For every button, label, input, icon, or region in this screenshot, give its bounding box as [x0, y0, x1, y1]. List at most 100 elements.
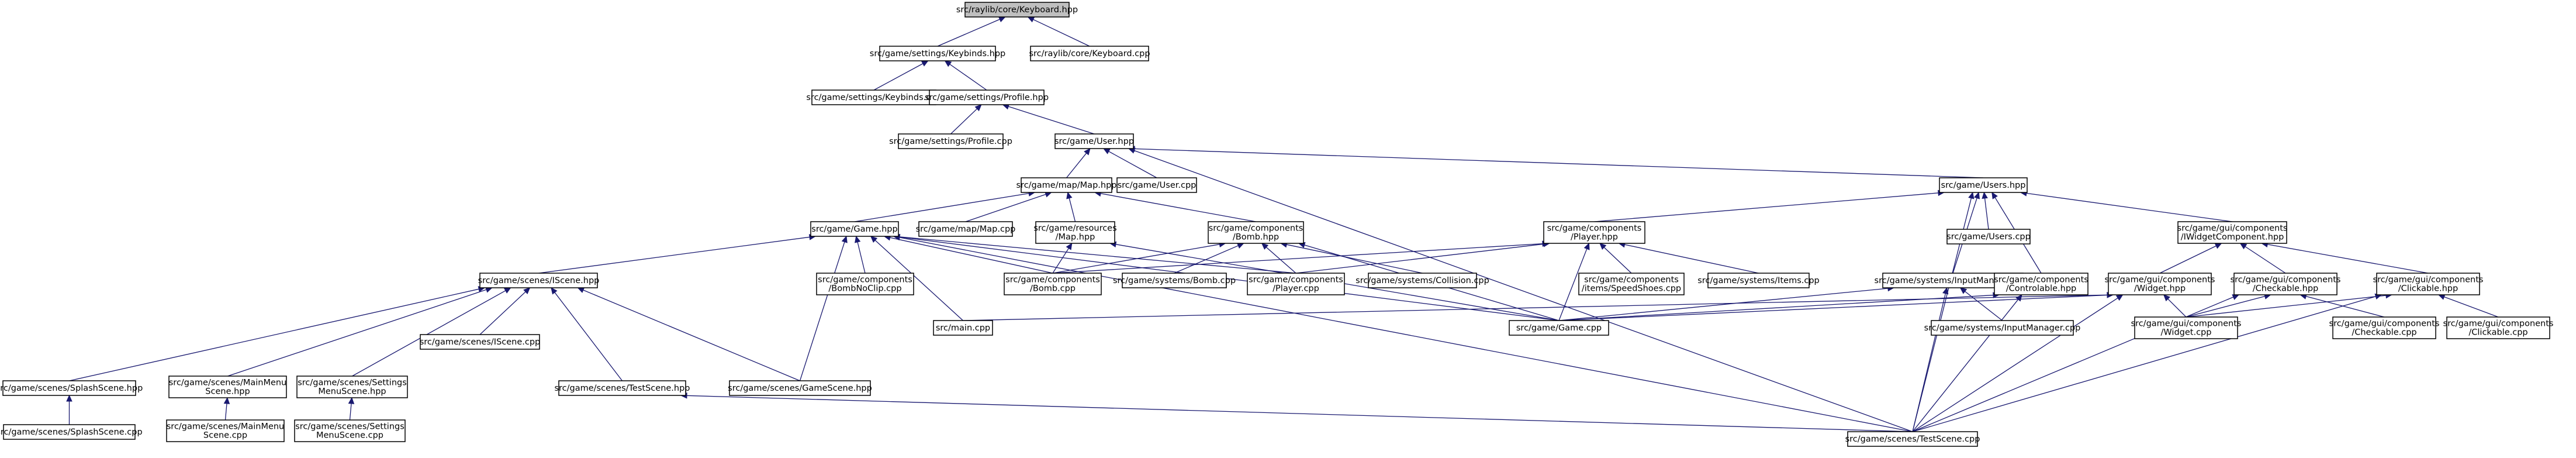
node-src-game-components-player-cpp[interactable]: src/game/components/Player.cpp	[1247, 273, 1345, 295]
node-src-game-users-hpp[interactable]: src/game/Users.hpp	[1939, 177, 2028, 193]
node-src-game-scenes-gamescene-hpp[interactable]: src/game/scenes/GameScene.hpp	[728, 380, 872, 396]
edge-n4-to-n1	[944, 60, 987, 91]
node-src-game-gui-components-widget-hpp[interactable]: src/game/gui/components/Widget.hpp	[2105, 273, 2215, 295]
node-label: src/game/settings/Profile.hpp	[925, 93, 1049, 102]
node-label: /Controlable.hpp	[2006, 284, 2077, 294]
node-src-game-components-player-hpp[interactable]: src/game/components/Player.hpp	[1543, 221, 1645, 244]
edge-line	[2444, 296, 2499, 318]
node-label: src/game/scenes/TestScene.hpp	[554, 384, 690, 393]
edge-arrowhead	[1066, 191, 1073, 199]
node-box	[879, 46, 996, 61]
edge-line	[873, 63, 924, 91]
node-src-game-components-controlable-hpp[interactable]: src/game/components/Controlable.hpp	[1994, 273, 2089, 295]
node-box	[2376, 273, 2480, 295]
node-src-game-settings-keybinds-cpp[interactable]: src/game/settings/Keybinds.cpp	[806, 89, 942, 105]
edge-line	[1295, 243, 1544, 274]
node-src-game-map-map-hpp[interactable]: src/game/map/Map.hpp	[1016, 177, 1117, 193]
node-src-game-settings-profile-cpp[interactable]: src/game/settings/Profile.cpp	[889, 133, 1012, 149]
node-box	[929, 89, 1045, 105]
node-box	[1035, 221, 1115, 244]
node-src-game-user-hpp[interactable]: src/game/User.hpp	[1054, 133, 1134, 149]
node-src-game-gui-components-checkable-hpp[interactable]: src/game/gui/components/Checkable.hpp	[2231, 273, 2341, 295]
node-label: src/game/User.cpp	[1118, 181, 1197, 190]
node-src-game-gui-components-widget-cpp[interactable]: src/game/gui/components/Widget.cpp	[2131, 316, 2242, 339]
edge-arrowhead	[2115, 294, 2124, 301]
edge-line	[1286, 244, 1423, 274]
edge-arrowhead	[2163, 294, 2170, 302]
edge-n7-to-n6	[1066, 148, 1091, 178]
node-src-game-users-cpp[interactable]: src/game/Users.cpp	[1946, 229, 2031, 245]
node-src-game-game-hpp[interactable]: src/game/Game.hpp	[810, 221, 899, 237]
node-src-game-systems-collision-cpp[interactable]: src/game/systems/Collision.cpp	[1356, 273, 1489, 288]
node-box	[168, 376, 287, 398]
node-box	[1847, 431, 1978, 447]
node-label: src/raylib/core/Keyboard.cpp	[1029, 49, 1150, 58]
node-src-game-game-cpp[interactable]: src/game/Game.cpp	[1509, 320, 1609, 336]
node-src-game-systems-items-cpp[interactable]: src/game/systems/Items.cpp	[1697, 273, 1820, 288]
node-label: src/game/gui/components	[2177, 224, 2288, 233]
node-label: src/game/Users.hpp	[1941, 181, 2026, 190]
node-src-game-gui-components-clickable-cpp[interactable]: src/game/gui/components/Clickable.cpp	[2443, 316, 2554, 339]
node-src-game-components-bombnoclip-cpp[interactable]: src/game/components/BombNoClip.cpp	[816, 273, 914, 295]
node-src-game-scenes-splashscene-cpp[interactable]: src/game/scenes/SplashScene.cpp	[0, 424, 143, 440]
edge-n5-to-n4	[950, 104, 982, 135]
node-label: src/game/gui/components	[2329, 319, 2440, 329]
edge-line	[1624, 244, 1759, 274]
edge-line	[1558, 294, 2108, 321]
node-src-game-components-bomb-hpp[interactable]: src/game/components/Bomb.hpp	[1208, 221, 1304, 244]
node-src-game-systems-inputmanager-cpp[interactable]: src/game/systems/InputManager.cpp	[1924, 320, 2081, 336]
node-box	[2108, 273, 2212, 295]
edge-line	[949, 64, 987, 91]
edge-n2-to-n0	[1027, 16, 1090, 47]
node-label: src/game/scenes/IScene.cpp	[420, 338, 541, 347]
node-label: src/game/scenes/MainMenu	[169, 378, 287, 388]
node-src-game-components-bomb-cpp[interactable]: src/game/components/Bomb.cpp	[1004, 273, 1102, 295]
node-box	[2134, 316, 2238, 339]
node-src-game-components-items-speedshoes-cpp[interactable]: src/game/components/items/SpeedShoes.cpp	[1578, 273, 1685, 295]
edge-arrowhead	[1599, 243, 1607, 250]
node-src-main-cpp[interactable]: src/main.cpp	[933, 320, 993, 336]
node-src-raylib-core-keyboard-hpp[interactable]: src/raylib/core/Keyboard.hpp	[956, 2, 1078, 18]
node-src-game-scenes-iscene-hpp[interactable]: src/game/scenes/IScene.hpp	[478, 273, 600, 288]
node-src-game-settings-keybinds-hpp[interactable]: src/game/settings/Keybinds.hpp	[870, 46, 1005, 61]
node-src-game-settings-profile-hpp[interactable]: src/game/settings/Profile.hpp	[925, 89, 1049, 105]
edge-n43-to-n38	[223, 397, 230, 421]
edge-line	[937, 19, 1000, 47]
node-label: src/game/components	[818, 276, 912, 285]
node-label: src/game/gui/components	[2443, 319, 2554, 329]
edge-line	[1912, 297, 2118, 432]
node-src-game-map-map-cpp[interactable]: src/game/map/Map.cpp	[916, 221, 1016, 237]
node-src-raylib-core-keyboard-cpp[interactable]: src/raylib/core/Keyboard.cpp	[1029, 46, 1150, 61]
node-label: /Player.cpp	[1273, 284, 1319, 294]
node-src-game-scenes-splashscene-hpp[interactable]: src/game/scenes/SplashScene.hpp	[0, 380, 143, 396]
edge-arrowhead	[1991, 191, 1998, 199]
node-src-game-systems-bomb-cpp[interactable]: src/game/systems/Bomb.cpp	[1113, 273, 1236, 288]
edge-line	[686, 395, 1913, 432]
node-label: src/game/scenes/MainMenu	[167, 422, 285, 432]
node-box	[1208, 221, 1304, 244]
node-box	[1931, 320, 2074, 336]
node-box	[296, 376, 408, 398]
node-label: src/game/settings/Profile.cpp	[889, 137, 1012, 146]
node-box	[1030, 46, 1149, 61]
node-src-game-user-cpp[interactable]: src/game/User.cpp	[1116, 177, 1197, 193]
node-src-game-scenes-testscene-hpp[interactable]: src/game/scenes/TestScene.hpp	[554, 380, 690, 396]
edge-arrowhead	[1959, 287, 1968, 294]
node-box	[1578, 273, 1685, 295]
node-src-game-gui-components-iwidgetcomponent-hpp[interactable]: src/game/gui/components/IWidgetComponent…	[2177, 221, 2288, 244]
edge-line	[799, 242, 845, 381]
node-src-game-scenes-iscene-cpp[interactable]: src/game/scenes/IScene.cpp	[420, 334, 541, 350]
node-src-game-resources-map-hpp[interactable]: src/game/resources/Map.hpp	[1033, 221, 1117, 244]
edge-arrowhead	[1982, 191, 1988, 199]
node-src-game-gui-components-clickable-hpp[interactable]: src/game/gui/components/Clickable.hpp	[2373, 273, 2484, 295]
node-box	[1116, 177, 1197, 193]
edge-line	[1052, 248, 1069, 274]
edge-line	[1134, 150, 1913, 432]
edge-line	[1912, 296, 2376, 432]
node-src-game-scenes-testscene-cpp[interactable]: src/game/scenes/TestScene.cpp	[1845, 431, 1980, 447]
node-src-game-gui-components-checkable-cpp[interactable]: src/game/gui/components/Checkable.cpp	[2329, 316, 2440, 339]
